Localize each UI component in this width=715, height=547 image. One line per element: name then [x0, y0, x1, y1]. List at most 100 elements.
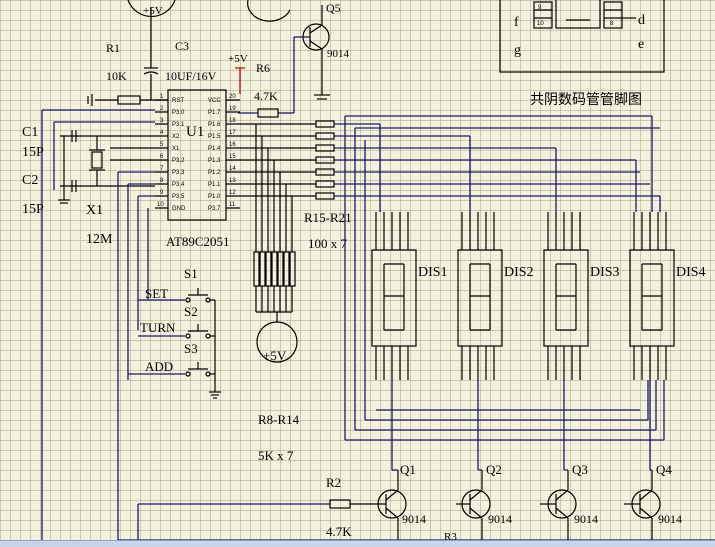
vcc-pullup-label: +5V: [263, 348, 287, 363]
switch-group: S1 S2 S3 SET TURN ADD: [128, 266, 221, 399]
pin-label: X2: [172, 134, 180, 140]
c3-label: C3: [175, 39, 189, 53]
q4-label: Q4: [656, 462, 672, 477]
segment-bus-vertical: [344, 116, 366, 440]
pin-number: 1: [160, 94, 164, 100]
pin-label: GND: [172, 206, 186, 212]
pin-label: P3.7: [208, 206, 221, 212]
pin-number: 7: [160, 166, 164, 172]
transistor-q3: Q3 9014: [540, 462, 598, 540]
taskbar-strip: [0, 540, 715, 547]
pin-number: 20: [229, 94, 236, 100]
dis1-label: DIS1: [418, 265, 448, 280]
pinout-diagram: 9 10 8 f g d e 共阴数码管管脚图: [499, 0, 665, 108]
turn-label: TURN: [140, 320, 176, 335]
pin-label: P3.1: [172, 122, 185, 128]
r2-label: R2: [326, 475, 341, 490]
pinout-g: g: [514, 43, 521, 58]
pin-number: 10: [157, 202, 164, 208]
pin-label: P3.5: [172, 194, 185, 200]
transistor-q4: Q4 9014: [624, 462, 682, 540]
pin-label: P1.4: [208, 146, 221, 152]
vcc-label-mid: +5V: [228, 53, 248, 65]
dis2-label: DIS2: [504, 265, 534, 280]
display-dis1: DIS1: [371, 212, 448, 380]
transistor-q1: Q1 9014: [377, 462, 426, 540]
pin-label: P3.2: [172, 158, 185, 164]
r1-value: 10K: [106, 69, 127, 83]
r6-value: 4.7K: [254, 89, 278, 103]
add-label: ADD: [145, 359, 173, 374]
resistor-array-r8-r14: +5V R8-R14 5K x 7: [253, 251, 300, 463]
pin-number: 11: [229, 202, 236, 208]
pin-number: 3: [160, 118, 164, 124]
pin-label: P1.0: [208, 194, 221, 200]
u1-left-pins: [155, 99, 168, 209]
capacitor-c3: C3 10UF/16V: [143, 22, 217, 100]
pin-number: 4: [160, 130, 164, 136]
pin-number: 5: [160, 142, 164, 148]
p1-port-lines: [240, 123, 316, 197]
segment-drops: [379, 124, 637, 212]
q5-label: Q5: [326, 1, 341, 15]
pin-number: 18: [229, 118, 236, 124]
bottom-segment-bus: [345, 380, 665, 441]
q2-type: 9014: [488, 512, 512, 526]
q3-label: Q3: [572, 462, 588, 477]
segment-bus: [334, 123, 660, 197]
r15-r21-value: 100 x 7: [308, 236, 348, 251]
x1-label: X1: [86, 203, 103, 218]
pin-label: P3.3: [172, 170, 185, 176]
resistor-array-r15-r21: R15-R21 100 x 7: [304, 120, 352, 251]
display-dis2: DIS2: [457, 212, 534, 380]
q1-label: Q1: [400, 462, 416, 477]
pin-label: P1.2: [208, 170, 221, 176]
display-dis3: DIS3: [543, 212, 620, 380]
display-dis4: DIS4: [629, 212, 706, 380]
r8-r14-label: R8-R14: [258, 412, 300, 427]
c3-value: 10UF/16V: [165, 69, 217, 83]
r2-value: 4.7K: [326, 524, 352, 539]
pin-number: 8: [160, 178, 164, 184]
pinout-pin9: 9: [538, 5, 542, 11]
mcu-u1: U1 AT89C2051 RST P3.0 P3.1 X2 X1 P3.2 P3…: [157, 89, 236, 249]
transistor-q5: Q5 9014: [293, 1, 350, 113]
pin-number: 17: [229, 130, 236, 136]
segment-bus-top: [345, 115, 661, 212]
resistor-r6: R6 4.7K: [238, 61, 294, 118]
resistor-r2: R2 4.7K: [138, 475, 386, 539]
dis4-label: DIS4: [676, 265, 706, 280]
x1-value: 12M: [86, 232, 113, 247]
pin-label: P1.7: [208, 110, 221, 116]
c2-label: C2: [22, 173, 38, 188]
pin-label: P1.1: [208, 182, 221, 188]
left-bus-stubs: [128, 183, 155, 197]
pin-number: 2: [160, 106, 164, 112]
vcc-label-top: +5V: [143, 5, 163, 17]
u1-part-label: AT89C2051: [166, 234, 230, 249]
r1-label: R1: [106, 41, 120, 55]
pinout-caption: 共阴数码管管脚图: [530, 92, 642, 108]
r6-label: R6: [256, 61, 270, 75]
set-label: SET: [145, 286, 168, 301]
q4-type: 9014: [658, 512, 682, 526]
vcc-symbol-top: +5V: [127, 0, 176, 22]
pinout-pin8: 8: [610, 21, 614, 27]
pin-number: 6: [160, 154, 164, 160]
pin-label: P1.3: [208, 158, 221, 164]
pin-number: 12: [229, 190, 236, 196]
c1-label: C1: [22, 125, 38, 140]
pin-number: 16: [229, 142, 236, 148]
c1-value: 15P: [22, 145, 44, 160]
crystal-circuit: C1 15P C2 15P X1 12M: [22, 109, 155, 547]
pin-number: 9: [160, 190, 164, 196]
pin-label: P1.5: [208, 134, 221, 140]
u1-label: U1: [186, 124, 204, 140]
left-bus: [117, 171, 155, 547]
pin-label: RST: [172, 98, 184, 104]
pin-number: 15: [229, 154, 236, 160]
pin-label: P3.4: [172, 182, 185, 188]
pinout-d: d: [638, 13, 645, 28]
